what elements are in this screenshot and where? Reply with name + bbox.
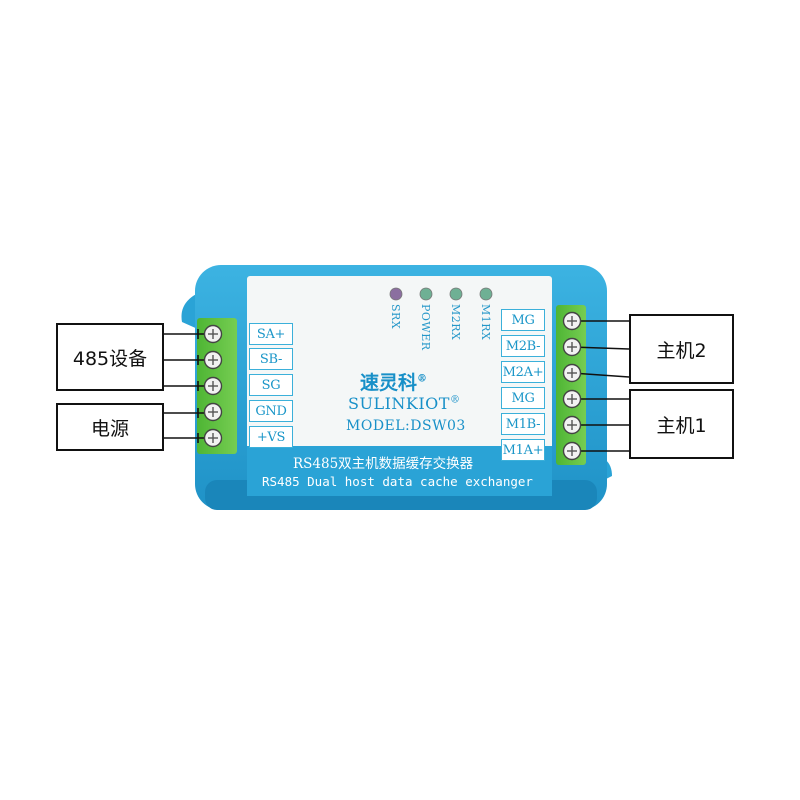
callout-485-device-text: 485设备 (72, 347, 148, 370)
led-label-m2rx: M2RX (449, 304, 462, 341)
led-label-power: POWER (419, 304, 432, 351)
right-wire-2 (571, 346, 630, 350)
callout-host-2: 主机2 (629, 314, 734, 384)
left-terminal-label-2: SB- (249, 348, 293, 370)
callout-host-2-text: 主机2 (656, 339, 707, 362)
left-terminal-label-5: +VS (249, 426, 293, 448)
left-terminal-label-3: SG (249, 374, 293, 396)
right-terminal-label-2: M2B- (501, 335, 545, 357)
callout-host-1: 主机1 (629, 389, 734, 459)
right-terminal-label-3: M2A+ (501, 361, 545, 383)
right-terminal-label-6: M1A+ (501, 439, 545, 461)
registered-mark-2: ® (449, 394, 461, 406)
product-name-english: RS485 Dual host data cache exchanger (262, 474, 533, 489)
brand-english: SULINKIOT® (348, 394, 460, 413)
right-terminal-label-5: M1B- (501, 413, 545, 435)
right-wire-3 (571, 372, 630, 378)
callout-power-text: 电源 (90, 417, 129, 440)
callout-485-device: 485设备 (56, 323, 164, 391)
led-1 (389, 287, 403, 301)
led-4 (479, 287, 493, 301)
product-name-chinese: RS485双主机数据缓存交换器 (293, 456, 474, 472)
led-label-m1rx: M1RX (479, 304, 492, 341)
registered-mark: ® (417, 373, 428, 385)
brand-chinese-text: 速灵科 (360, 372, 418, 394)
front-label (247, 276, 552, 496)
callout-host-1-text: 主机1 (656, 414, 707, 437)
led-2 (419, 287, 433, 301)
left-terminal-label-1: SA+ (249, 323, 293, 345)
right-terminal-label-4: MG (501, 387, 545, 409)
brand-english-text: SULINKIOT (348, 394, 450, 413)
model-number: MODEL:DSW03 (346, 418, 466, 434)
led-label-srx: SRX (389, 304, 402, 330)
callout-power: 电源 (56, 403, 164, 451)
right-terminal-label-1: MG (501, 309, 545, 331)
left-terminal-label-4: GND (249, 400, 293, 422)
brand-chinese: 速灵科® (360, 368, 427, 395)
led-3 (449, 287, 463, 301)
